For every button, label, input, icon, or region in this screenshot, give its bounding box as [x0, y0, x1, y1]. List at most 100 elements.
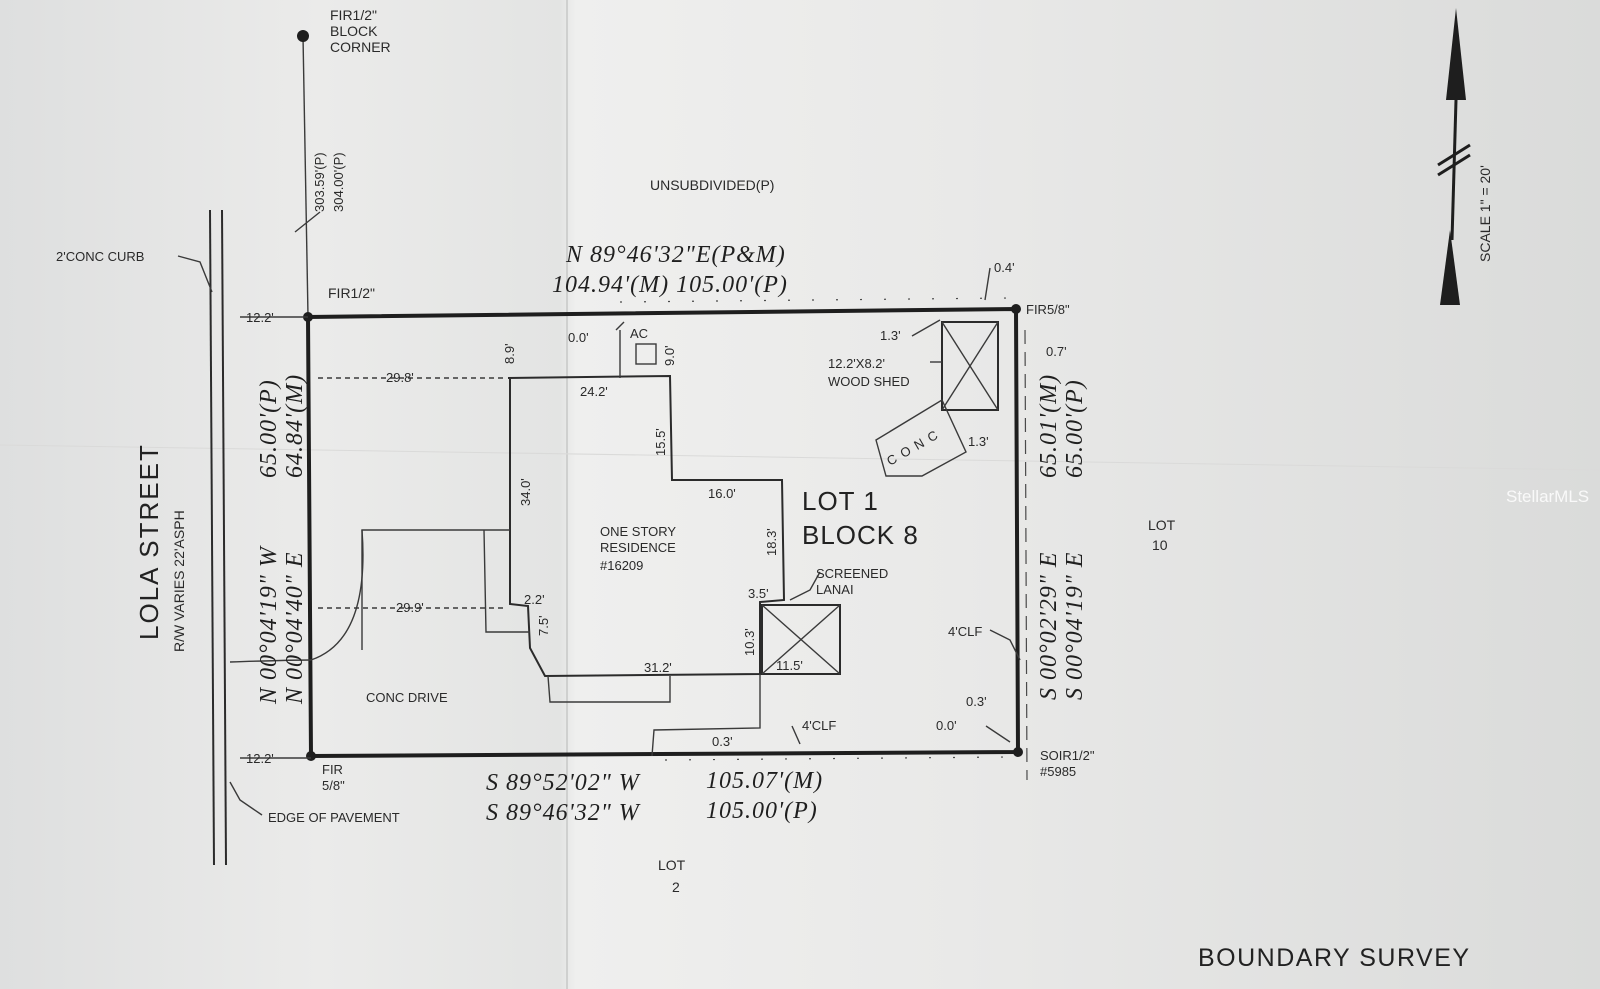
leader-00-east	[985, 725, 1011, 743]
break-mark	[294, 211, 321, 233]
dim-115: 11.5'	[776, 658, 803, 673]
dim-312: 31.2'	[644, 660, 672, 675]
wood-shed	[941, 321, 999, 411]
block-corner-label-1: FIR1/2"	[330, 7, 377, 23]
dim-122-top: 12.2'	[246, 310, 274, 325]
dim-03-south: 0.3'	[712, 734, 733, 749]
dim-00-east: 0.0'	[936, 718, 957, 733]
conc-curb-label: 2'CONC CURB	[56, 249, 144, 264]
edge-pavement-label: EDGE OF PAVEMENT	[268, 810, 400, 825]
dim-155: 15.5'	[653, 428, 668, 456]
leader-pavement	[229, 781, 263, 816]
tie-distance-m: 304.00'(P)	[331, 152, 346, 212]
dim-35: 3.5'	[748, 586, 769, 601]
dim-298: 29.8'	[386, 370, 414, 385]
curb-line-inner	[221, 209, 227, 866]
north-arrow-shaft	[1450, 99, 1458, 241]
east-distance-m: 65.01'(M)	[1036, 374, 1062, 478]
north-arrow-tail	[1440, 230, 1460, 305]
dim-89: 8.9'	[502, 343, 517, 364]
walkway	[651, 674, 761, 757]
dim-03-east: 0.3'	[966, 694, 987, 709]
residence-label-1: ONE STORY	[600, 524, 676, 539]
north-bearing: N 89°46'32"E(P&M)	[565, 242, 786, 268]
dim-183: 18.3'	[764, 528, 779, 556]
south-fence	[664, 756, 1011, 761]
adjacent-east-2: 10	[1152, 537, 1168, 553]
watermark: StellarMLS	[1506, 487, 1589, 506]
dim-242: 24.2'	[580, 384, 608, 399]
curb-line-outer	[209, 209, 215, 866]
dim-04: 0.4'	[994, 260, 1015, 275]
concrete-pad	[875, 398, 967, 477]
shed-x2	[941, 321, 999, 411]
west-bearing-p: N 00°04'19" W	[256, 545, 282, 705]
ac-label: AC	[630, 326, 648, 341]
block-corner-label-3: CORNER	[330, 39, 391, 55]
shed-label-2: WOOD SHED	[828, 374, 910, 389]
south-distance-p: 105.00'(P)	[706, 798, 818, 824]
paper-fold-horizontal	[0, 444, 1600, 471]
block-label: BLOCK 8	[802, 520, 919, 550]
leader-lanai	[789, 571, 821, 601]
se-corner-monument	[1013, 747, 1023, 757]
screened-lanai	[761, 604, 841, 675]
rear-step	[547, 675, 671, 703]
sw-corner-monument	[306, 751, 316, 761]
dim-22: 2.2'	[524, 592, 545, 607]
leader-13	[911, 319, 941, 337]
ne-monument-label: FIR5/8"	[1026, 302, 1070, 317]
conc-label: CONC	[884, 424, 945, 468]
north-fence	[619, 297, 1011, 303]
adjacent-south-2: 2	[672, 879, 680, 895]
east-distance-p: 65.00'(P)	[1062, 379, 1088, 478]
north-arrow-icon	[1446, 8, 1466, 100]
porch-step	[483, 529, 530, 633]
conc-drive-label: CONC DRIVE	[366, 690, 448, 705]
adjacent-south-1: LOT	[658, 857, 686, 873]
east-bearing-p: S 00°04'19" E	[1062, 552, 1088, 700]
north-distance: 104.94'(M) 105.00'(P)	[552, 272, 788, 298]
north-arrow-break-2	[1437, 143, 1471, 167]
se-monument-label-1: SOIR1/2"	[1040, 748, 1095, 763]
adjacent-north: UNSUBDIVIDED(P)	[650, 177, 774, 193]
se-monument-label-2: #5985	[1040, 764, 1076, 779]
north-arrow-break-1	[1437, 153, 1471, 177]
street-rw: R/W VARIES 22'ASPH	[171, 510, 187, 652]
clf-south-label: 4'CLF	[802, 718, 836, 733]
tie-distance-p: 303.59'(P)	[312, 152, 327, 212]
dim-299: 29.9'	[396, 600, 424, 615]
east-fence	[1024, 329, 1028, 781]
ne-corner-monument	[1011, 304, 1021, 314]
residence-label-2: RESIDENCE	[600, 540, 676, 555]
survey-title: BOUNDARY SURVEY	[1198, 944, 1471, 972]
west-distance-p: 65.00'(P)	[256, 379, 282, 478]
block-corner-label-2: BLOCK	[330, 23, 378, 39]
lot-label: LOT 1	[802, 486, 879, 516]
south-bearing-m: S 89°52'02" W	[486, 770, 641, 796]
shed-label-1: 12.2'X8.2'	[828, 356, 885, 371]
west-bearing-m: N 00°04'40" E	[282, 552, 308, 705]
street-name: LOLA STREET	[134, 443, 164, 640]
south-distance-m: 105.07'(M)	[706, 768, 823, 794]
east-bearing-m: S 00°02'29" E	[1036, 552, 1062, 700]
dim-13-top: 1.3'	[880, 328, 901, 343]
lanai-label-1: SCREENED	[816, 566, 888, 581]
tie-line-block-corner	[302, 35, 309, 317]
leader-04	[984, 267, 991, 301]
drive-apron	[229, 659, 312, 663]
ac-unit	[635, 343, 657, 365]
dim-07: 0.7'	[1046, 344, 1067, 359]
leader-clf-east	[989, 629, 1021, 661]
residence-label-3: #16209	[600, 558, 643, 573]
dim-160: 16.0'	[708, 486, 736, 501]
south-bearing-p: S 89°46'32" W	[486, 800, 641, 826]
dim-90: 9.0'	[662, 345, 677, 366]
dim-340: 34.0'	[518, 478, 533, 506]
block-corner-monument	[297, 30, 309, 42]
lanai-label-2: LANAI	[816, 582, 854, 597]
leader-curb	[177, 255, 213, 293]
drive-curve	[310, 529, 364, 661]
sw-monument-label-2: 5/8"	[322, 778, 345, 793]
